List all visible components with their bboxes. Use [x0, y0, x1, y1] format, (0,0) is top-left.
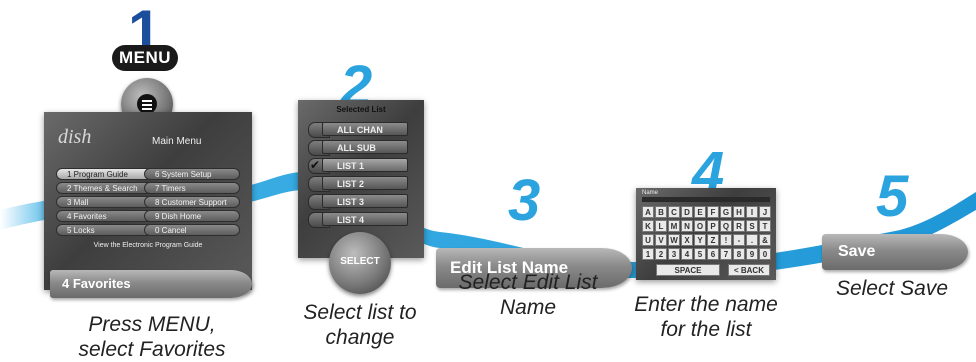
- keyboard-key[interactable]: R: [733, 220, 745, 232]
- step-4-caption: Enter the name for the list: [616, 292, 796, 342]
- list-item-list-1[interactable]: LIST 1: [322, 158, 408, 172]
- keyboard-key[interactable]: !: [720, 234, 732, 246]
- keyboard-key[interactable]: D: [681, 206, 693, 218]
- menu-key[interactable]: MENU: [112, 45, 178, 71]
- keyboard-key[interactable]: 2: [655, 248, 667, 260]
- main-menu-screen: dish Main Menu 1 Program Guide 2 Themes …: [44, 112, 252, 290]
- menu-item-system-setup[interactable]: 6 System Setup: [144, 168, 240, 180]
- menu-item-customer-support[interactable]: 8 Customer Support: [144, 196, 240, 208]
- keyboard-key[interactable]: C: [668, 206, 680, 218]
- keyboard-key[interactable]: 3: [668, 248, 680, 260]
- keyboard-key[interactable]: P: [707, 220, 719, 232]
- menu-item-cancel[interactable]: 0 Cancel: [144, 224, 240, 236]
- list-item-list-3[interactable]: LIST 3: [322, 194, 408, 208]
- selected-list-title: Selected List: [336, 105, 386, 114]
- keyboard-key[interactable]: U: [642, 234, 654, 246]
- step-4-caption-line-2: for the list: [660, 318, 752, 341]
- dish-logo: dish: [58, 126, 92, 148]
- step-5-caption: Select Save: [822, 276, 962, 301]
- step-5-number: 5: [876, 164, 909, 229]
- keyboard-key[interactable]: &: [759, 234, 771, 246]
- name-field-label: Name: [642, 190, 659, 196]
- keyboard-key[interactable]: J: [759, 206, 771, 218]
- list-item-list-2[interactable]: LIST 2: [322, 176, 408, 190]
- step-1-caption: Press MENU, select Favorites: [44, 312, 260, 362]
- keyboard-key[interactable]: W: [668, 234, 680, 246]
- step-2-caption-line-1: Select list to: [303, 301, 417, 324]
- menu-item-timers[interactable]: 7 Timers: [144, 182, 240, 194]
- main-menu-footer: View the Electronic Program Guide: [93, 242, 203, 249]
- keyboard-key[interactable]: 8: [733, 248, 745, 260]
- step-4-caption-line-1: Enter the name: [634, 293, 778, 316]
- keyboard-key[interactable]: B: [655, 206, 667, 218]
- keyboard-key[interactable]: Y: [694, 234, 706, 246]
- selected-list-screen: Selected List ALL CHAN ALL SUB ✔ LIST 1 …: [298, 100, 424, 258]
- select-button[interactable]: SELECT: [329, 232, 391, 294]
- keyboard-key[interactable]: M: [668, 220, 680, 232]
- menu-item-dish-home[interactable]: 9 Dish Home: [144, 210, 240, 222]
- step-1-caption-line-1: Press MENU,: [88, 313, 216, 336]
- keyboard-key[interactable]: O: [694, 220, 706, 232]
- keyboard-key[interactable]: E: [694, 206, 706, 218]
- menu-item-themes-search[interactable]: 2 Themes & Search: [56, 182, 152, 194]
- keyboard-key[interactable]: T: [759, 220, 771, 232]
- main-menu-title: Main Menu: [152, 136, 202, 147]
- keyboard-key[interactable]: G: [720, 206, 732, 218]
- step-5-caption-line-1: Select Save: [835, 277, 949, 300]
- keyboard-key[interactable]: A: [642, 206, 654, 218]
- menu-item-program-guide[interactable]: 1 Program Guide: [56, 168, 152, 180]
- keyboard-key[interactable]: 1: [642, 248, 654, 260]
- space-key[interactable]: SPACE: [656, 264, 720, 276]
- menu-item-favorites[interactable]: 4 Favorites: [56, 210, 152, 222]
- step-2-caption-line-2: change: [325, 326, 395, 349]
- name-input[interactable]: [642, 197, 770, 202]
- keyboard-key[interactable]: 9: [746, 248, 758, 260]
- keyboard-key[interactable]: 5: [694, 248, 706, 260]
- keyboard-key[interactable]: F: [707, 206, 719, 218]
- step-3-caption: Select Edit List Name: [440, 270, 616, 320]
- menu-item-mall[interactable]: 3 Mall: [56, 196, 152, 208]
- keyboard-key[interactable]: Q: [720, 220, 732, 232]
- keyboard-key[interactable]: I: [746, 206, 758, 218]
- keyboard-key[interactable]: Z: [707, 234, 719, 246]
- keyboard-key[interactable]: L: [655, 220, 667, 232]
- list-item-list-4[interactable]: LIST 4: [322, 212, 408, 226]
- select-button-label: SELECT: [340, 256, 380, 267]
- step-3-caption-line-1: Select Edit List: [458, 271, 598, 294]
- keyboard-key[interactable]: -: [733, 234, 745, 246]
- save-banner[interactable]: Save: [822, 234, 968, 270]
- keyboard-key[interactable]: N: [681, 220, 693, 232]
- keyboard-key[interactable]: H: [733, 206, 745, 218]
- back-key[interactable]: < BACK: [728, 264, 770, 276]
- keyboard-key[interactable]: .: [746, 234, 758, 246]
- keyboard-key[interactable]: V: [655, 234, 667, 246]
- step-2-caption: Select list to change: [290, 300, 430, 350]
- menu-icon: [137, 94, 157, 114]
- keyboard-key[interactable]: S: [746, 220, 758, 232]
- keyboard-key[interactable]: 4: [681, 248, 693, 260]
- menu-item-locks[interactable]: 5 Locks: [56, 224, 152, 236]
- list-item-all-sub[interactable]: ALL SUB: [322, 140, 408, 154]
- keyboard-key[interactable]: 6: [707, 248, 719, 260]
- keyboard-key[interactable]: X: [681, 234, 693, 246]
- edit-list-name-banner[interactable]: Edit List Name: [436, 248, 632, 288]
- step-1-caption-line-2: select Favorites: [78, 338, 226, 361]
- keyboard-key[interactable]: 0: [759, 248, 771, 260]
- list-item-all-chan[interactable]: ALL CHAN: [322, 122, 408, 136]
- favorites-banner: 4 Favorites: [50, 270, 252, 298]
- check-icon: ✔: [310, 158, 321, 172]
- step-3-number: 3: [508, 168, 541, 233]
- keyboard-key[interactable]: 7: [720, 248, 732, 260]
- step-3-caption-line-2: Name: [499, 296, 557, 319]
- keyboard-key[interactable]: K: [642, 220, 654, 232]
